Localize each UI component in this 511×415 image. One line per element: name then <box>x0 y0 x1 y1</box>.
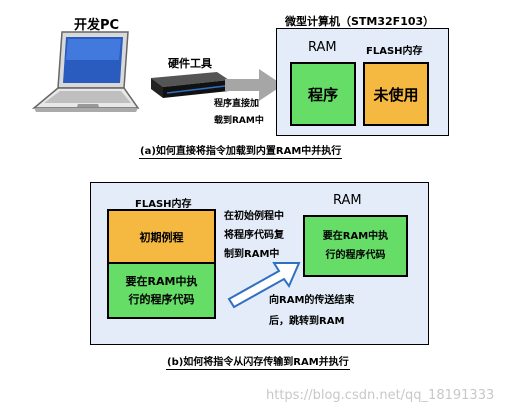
mcu-panel: RAM FLASH内存 程序 未使用 <box>276 28 449 136</box>
ram-code-right-line-2: 行的程序代码 <box>325 250 386 261</box>
jump-note-line-1: 向RAM的传送结束 <box>269 295 355 306</box>
watermark: https://blog.csdn.net/qq_18191333 <box>266 388 495 403</box>
copy-note: 在初始例程中 将程序代码复 制到RAM中 <box>224 207 306 264</box>
ram-code-block-ram: 要在RAM中执 行的程序代码 <box>303 215 408 277</box>
copy-note-line-3: 制到RAM中 <box>224 249 280 260</box>
program-block: 程序 <box>290 62 356 126</box>
hardware-tool-label: 硬件工具 <box>168 57 212 70</box>
load-arrow-icon <box>225 69 283 101</box>
pc-label: 开发PC <box>74 18 120 33</box>
load-note-line-2: 载到RAM中 <box>214 116 264 126</box>
ram-code-left-line-2: 行的程序代码 <box>128 292 195 306</box>
jump-note: 向RAM的传送结束 后，跳转到RAM <box>269 290 354 332</box>
flash-label: FLASH内存 <box>366 46 423 57</box>
ram-label: RAM <box>308 40 337 55</box>
unused-block: 未使用 <box>363 62 429 126</box>
flash-title: FLASH内存 <box>135 199 192 210</box>
ram-code-block-flash: 要在RAM中执 行的程序代码 <box>107 262 216 319</box>
copy-note-line-1: 在初始例程中 <box>224 211 284 222</box>
jump-note-line-2: 后，跳转到RAM <box>269 316 345 327</box>
init-routine-block: 初期例程 <box>107 209 216 264</box>
hardware-tool-icon <box>151 72 229 98</box>
caption-a: (a)如何直接将指令加载到内置RAM中并执行 <box>139 146 343 159</box>
load-note-line-1: 程序直接加 <box>214 99 260 109</box>
copy-arrow-icon <box>227 262 301 309</box>
laptop-icon <box>31 31 140 112</box>
copy-note-line-2: 将程序代码复 <box>224 230 284 241</box>
transfer-panel: FLASH内存 初期例程 要在RAM中执 行的程序代码 在初始例程中 将程序代码… <box>90 182 429 345</box>
ram-code-right-line-1: 要在RAM中执 <box>322 231 389 242</box>
ram-code-left-line-1: 要在RAM中执 <box>125 274 198 288</box>
caption-b: (b)如何将指令从闪存传输到RAM并执行 <box>166 357 350 370</box>
ram-title: RAM <box>333 193 362 208</box>
mcu-title: 微型计算机（STM32F103） <box>285 15 435 28</box>
load-note: 程序直接加 载到RAM中 <box>214 96 274 130</box>
